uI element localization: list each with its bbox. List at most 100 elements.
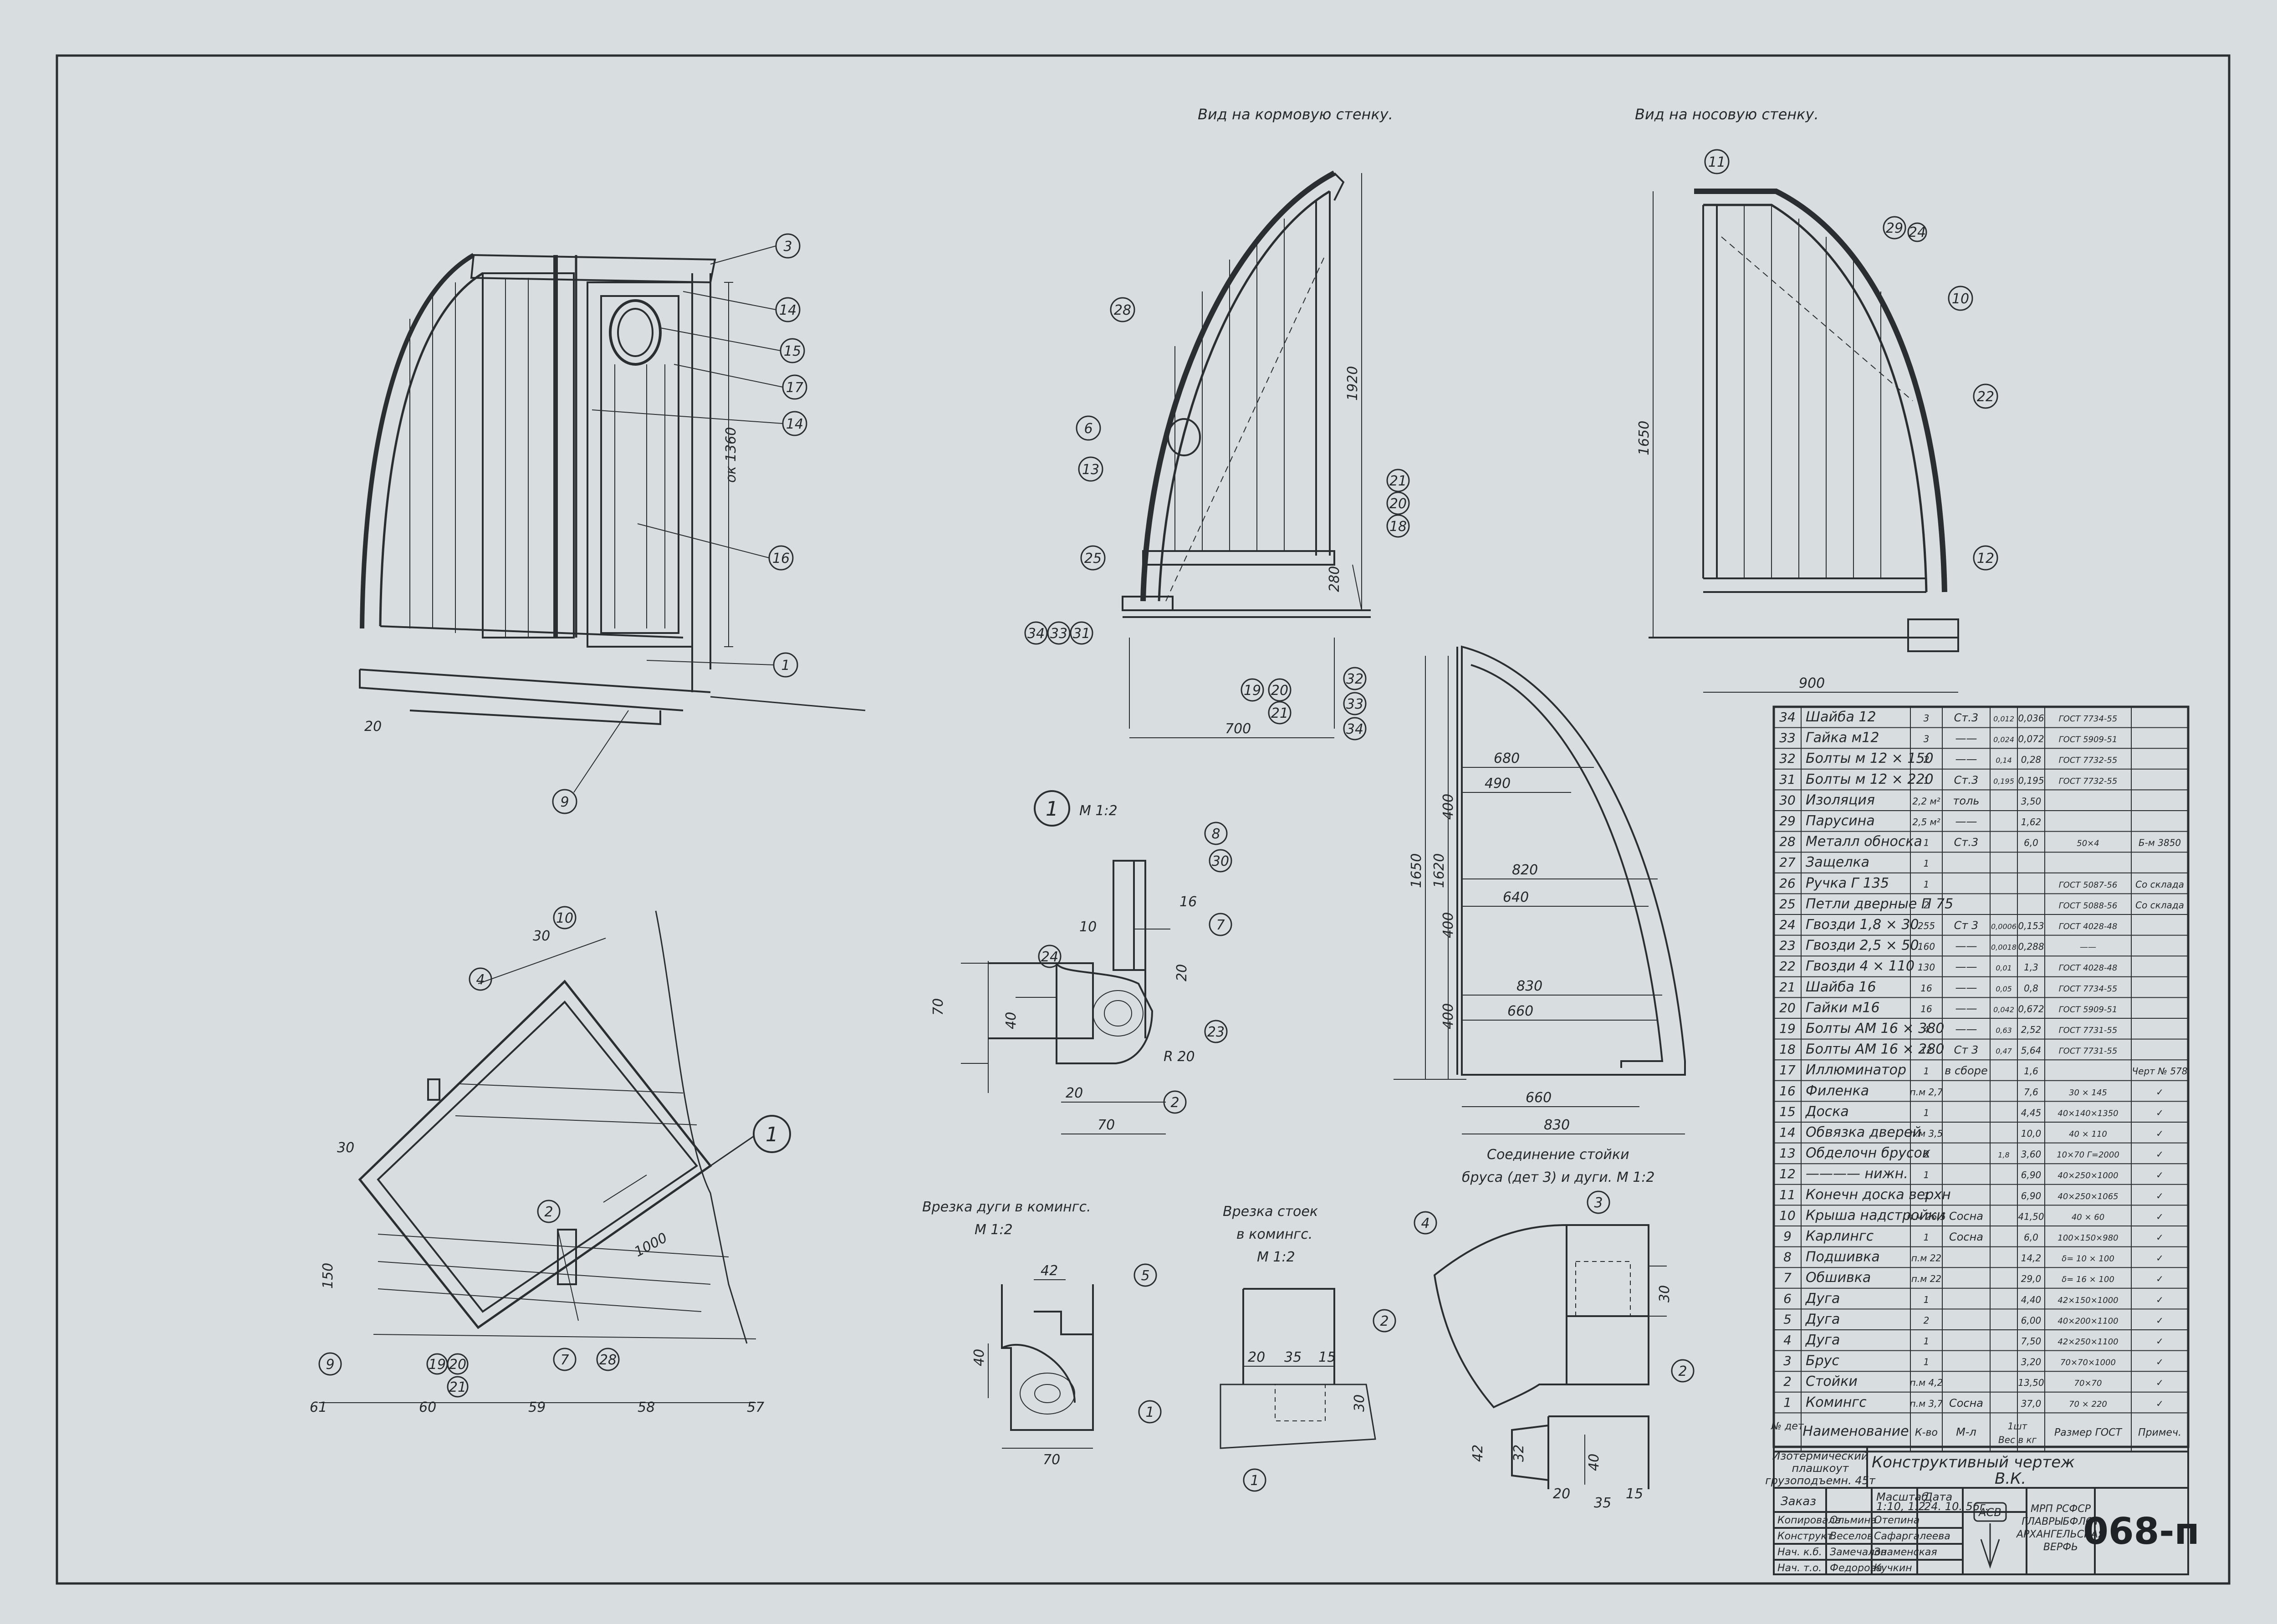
- table-cell-name: Карлингс: [1806, 1228, 1874, 1244]
- callout-bubble: 21: [447, 1376, 469, 1398]
- table-cell-qty: 2,5 м²: [1912, 817, 1940, 827]
- table-cell-size: 40×200×1100: [2057, 1316, 2118, 1326]
- table-cell-name: Крыша надстройки: [1806, 1207, 1945, 1223]
- table-cell-size: 30 × 145: [2069, 1088, 2107, 1098]
- svg-text:11: 11: [1708, 154, 1726, 170]
- callout-bubble: 2: [1671, 1359, 1695, 1383]
- table-cell-weight-unit: 0,024: [1993, 735, 2014, 744]
- table-cell-qty: 1: [1924, 1107, 1930, 1118]
- table-cell-size: ГОСТ 4028-48: [2059, 922, 2118, 931]
- callout-bubble: 34: [1024, 621, 1048, 645]
- dim-arc-42: 42: [1041, 1263, 1058, 1279]
- svg-text:20: 20: [449, 1357, 466, 1373]
- svg-text:Сафаргалеева: Сафаргалеева: [1874, 1531, 1950, 1542]
- callout-bubble: 20: [1268, 678, 1292, 702]
- table-header: Наименование: [1802, 1423, 1909, 1439]
- callout-bubble: 14: [775, 297, 801, 322]
- table-cell-mat: ——: [1955, 940, 1977, 953]
- svg-text:плашкоут: плашкоут: [1792, 1462, 1849, 1475]
- callout-bubble: 19: [1241, 678, 1264, 702]
- table-cell-qty: 1: [1924, 1066, 1930, 1077]
- drawing-subject: В.К.: [1995, 1470, 2026, 1488]
- callout-bubble: 13: [1078, 456, 1103, 482]
- table-cell-mat: Ст.3: [1954, 774, 1979, 786]
- table-cell-weight: 4,40: [2021, 1294, 2042, 1305]
- section-1-detail: [961, 860, 1170, 1134]
- dim-bow-1650: 1650: [1636, 421, 1652, 455]
- svg-text:29: 29: [1886, 220, 1903, 236]
- table-cell-weight: 13,50: [2018, 1377, 2044, 1388]
- callout-bubble: 32: [1343, 667, 1367, 690]
- isometric-view: [359, 253, 866, 725]
- table-cell-note: Со склада: [2135, 879, 2184, 890]
- table-cell-size: 40×250×1000: [2057, 1171, 2118, 1180]
- table-cell-name: Брус: [1806, 1353, 1839, 1369]
- org-logo: АСВ: [1973, 1502, 2007, 1569]
- section-callouts: 8 30 7 24 23 2: [1038, 822, 1232, 1114]
- table-cell-weight: 4,45: [2021, 1107, 2042, 1118]
- svg-text:Замечалов: Замечалов: [1830, 1547, 1887, 1558]
- svg-text:Копировала: Копировала: [1777, 1515, 1841, 1526]
- plan-view: [319, 910, 756, 1403]
- table-cell-qty: 1: [1924, 1169, 1930, 1180]
- table-cell-num: 29: [1779, 813, 1796, 828]
- table-cell-note: ✓: [2156, 1149, 2164, 1160]
- callout-bubble: 14: [782, 411, 807, 436]
- table-cell-weight: 0,153: [2018, 920, 2044, 931]
- table-header: Размер ГОСТ: [2054, 1427, 2122, 1438]
- table-cell-num: 9: [1783, 1229, 1792, 1244]
- table-cell-num: 31: [1779, 772, 1796, 787]
- dim-sec-r20: R 20: [1164, 1049, 1195, 1065]
- table-cell-num: 19: [1779, 1021, 1796, 1036]
- svg-text:21: 21: [1271, 705, 1288, 721]
- table-cell-note: ✓: [2156, 1294, 2164, 1305]
- callout-bubble: 25: [1080, 545, 1106, 571]
- table-cell-mat: Сосна: [1949, 1210, 1983, 1222]
- dim-profile-1620: 1620: [1431, 853, 1447, 888]
- table-cell-name: Шайба 16: [1806, 979, 1876, 995]
- dim-profile-490: 490: [1485, 776, 1511, 792]
- table-cell-num: 27: [1779, 855, 1796, 870]
- table-cell-qty: 12: [1920, 1045, 1932, 1056]
- dim-profile-820: 820: [1512, 862, 1538, 878]
- svg-text:2: 2: [1380, 1313, 1389, 1329]
- table-cell-mat: в сборе: [1945, 1064, 1987, 1077]
- table-cell-qty: 16: [1920, 1003, 1932, 1014]
- bow-wall-view: [1649, 189, 1959, 693]
- callout-bubble: 8: [1204, 822, 1228, 845]
- table-cell-name: Обшивка: [1806, 1270, 1871, 1286]
- svg-text:Знаменская: Знаменская: [1874, 1547, 1937, 1558]
- dim-joint-15: 15: [1626, 1486, 1643, 1502]
- table-cell-mat: толь: [1953, 794, 1979, 807]
- table-cell-qty: п.м 3,7: [1910, 1398, 1943, 1409]
- svg-text:17: 17: [786, 380, 803, 396]
- table-cell-weight-unit: 1,8: [1998, 1151, 2009, 1159]
- dim-stern-700: 700: [1225, 721, 1251, 737]
- svg-text:2: 2: [1678, 1364, 1687, 1379]
- table-cell-name: Металл обноска: [1806, 834, 1922, 850]
- table-cell-note: Б-м 3850: [2139, 838, 2181, 848]
- table-cell-qty: 1: [1924, 1294, 1930, 1305]
- callout-bubble: 2: [537, 1200, 561, 1223]
- table-cell-size: 70×70×1000: [2060, 1358, 2116, 1368]
- table-cell-note: ✓: [2156, 1336, 2164, 1347]
- table-cell-weight: 6,00: [2021, 1315, 2042, 1326]
- table-cell-qty: п.м 2,7: [1910, 1087, 1943, 1098]
- table-cell-size: 40 × 60: [2072, 1212, 2104, 1222]
- joint-callouts: 4 3 2: [1414, 1190, 1695, 1383]
- table-cell-qty: 1: [1924, 838, 1930, 848]
- svg-text:9: 9: [560, 794, 569, 810]
- dim-plan-30a: 30: [337, 1140, 354, 1156]
- table-cell-num: 30: [1779, 792, 1796, 807]
- svg-text:8: 8: [1211, 826, 1220, 842]
- title-block-object: Изотермический плашкоут грузоподъемн. 45…: [1765, 1450, 1876, 1487]
- svg-text:5: 5: [1141, 1268, 1149, 1284]
- table-cell-qty: 255: [1918, 920, 1935, 931]
- callout-bubble: 17: [782, 374, 807, 400]
- table-cell-mat: ——: [1955, 753, 1977, 766]
- svg-text:20: 20: [1389, 496, 1407, 512]
- stern-view-title: Вид на кормовую стенку.: [1198, 106, 1393, 123]
- table-cell-mat: Ст.3: [1954, 836, 1979, 849]
- bow-view-title: Вид на носовую стенку.: [1635, 106, 1819, 123]
- dim-sec-20b: 20: [1066, 1085, 1083, 1101]
